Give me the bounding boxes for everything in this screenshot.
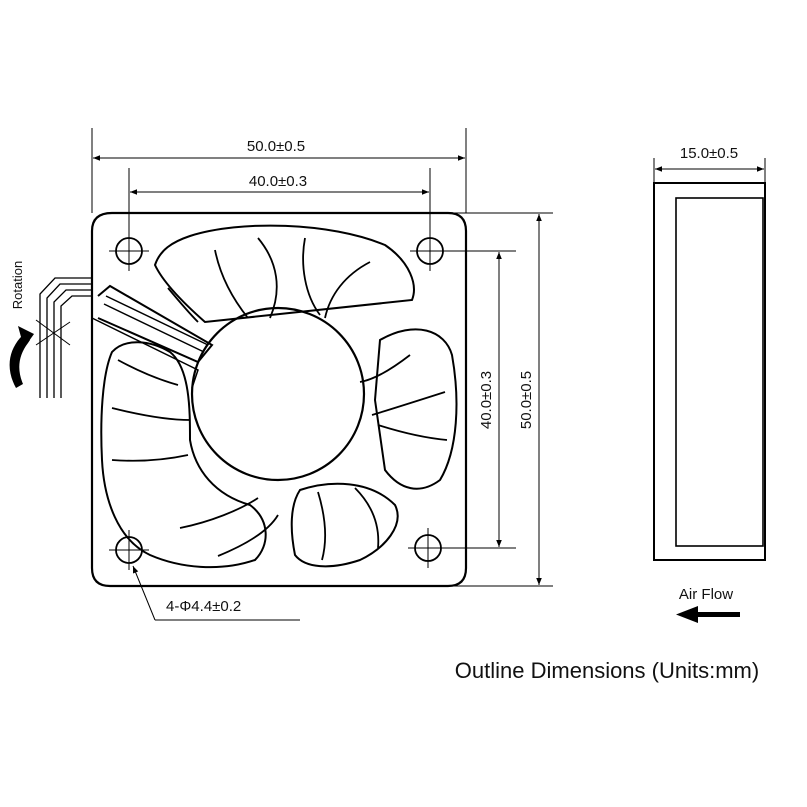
dim-top-inner: 40.0±0.3 [128,168,431,238]
dim-top-outer-label: 50.0±0.5 [247,138,305,155]
fan-hub [190,306,366,482]
rotation-label: Rotation [10,261,25,309]
dim-top-inner-label: 40.0±0.3 [249,173,307,190]
air-flow-arrow-icon [676,606,740,623]
dim-thickness: 15.0±0.5 [653,145,766,183]
air-flow-label: Air Flow [679,586,733,603]
dim-side-outer-label: 50.0±0.5 [518,371,535,429]
fan-blades [111,237,448,561]
dim-holes: 4-Φ4.4±0.2 [132,565,300,621]
dim-side-inner: 40.0±0.3 [441,250,516,549]
rotation-arrow-icon [9,326,34,388]
fan-frame [90,211,468,588]
drawing-caption: Outline Dimensions (Units:mm) [455,658,759,683]
wire-channel [91,284,214,389]
dim-side-outer: 50.0±0.5 [448,212,553,587]
fan-opening [100,224,458,569]
dim-side-inner-label: 40.0±0.3 [478,371,495,429]
lead-wires [35,277,92,398]
dim-top-outer: 50.0±0.5 [91,128,467,213]
dim-thickness-label: 15.0±0.5 [680,145,738,162]
fan-side-view [653,182,766,561]
dim-holes-label: 4-Φ4.4±0.2 [166,598,241,615]
